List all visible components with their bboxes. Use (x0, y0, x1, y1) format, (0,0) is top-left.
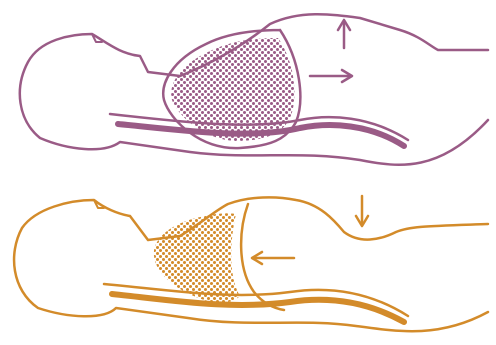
top-figure (20, 14, 488, 165)
bottom-down-arrow-icon (356, 196, 368, 226)
top-up-arrow-icon (338, 20, 350, 48)
top-right-arrow-icon (310, 70, 352, 82)
bottom-left-arrow-icon (252, 252, 294, 264)
bottom-body-outline (14, 197, 488, 331)
bottom-figure (14, 196, 488, 331)
